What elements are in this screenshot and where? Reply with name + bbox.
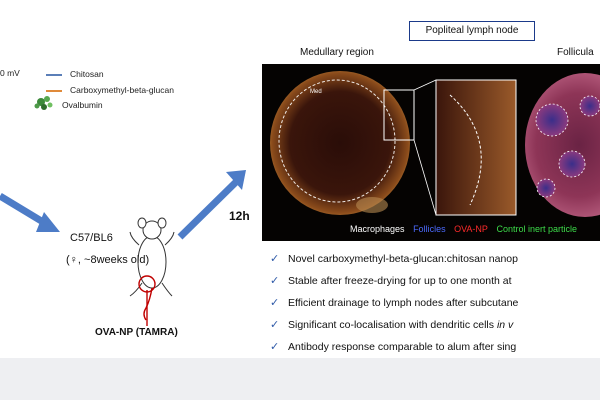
finding-text: Efficient drainage to lymph nodes after … — [288, 297, 519, 309]
finding-text: Stable after freeze-drying for up to one… — [288, 275, 512, 287]
medullary-region-label: Medullary region — [300, 47, 374, 58]
check-icon: ✓ — [270, 275, 280, 287]
figure-panel: Med 0 mV Chitosan Carboxymethyl-beta-glu… — [0, 21, 600, 358]
finding-italic: in v — [496, 319, 514, 331]
legend-swatch — [46, 89, 62, 92]
list-item: ✓ Novel carboxymethyl-beta-glucan:chitosa… — [270, 248, 600, 270]
list-item: ✓ Antibody response comparable to alum af… — [270, 336, 600, 358]
check-icon: ✓ — [270, 341, 280, 353]
caption-follicles: Follicles — [413, 224, 446, 234]
check-icon: ✓ — [270, 297, 280, 309]
legend-label: Chitosan — [70, 69, 104, 79]
list-item: ✓ Efficient drainage to lymph nodes after… — [270, 292, 600, 314]
finding-text: Antibody response comparable to alum aft… — [288, 341, 517, 353]
findings-list: ✓ Novel carboxymethyl-beta-glucan:chitosa… — [270, 248, 600, 358]
caption-macrophages: Macrophages — [350, 224, 405, 234]
mouse-strain: C57/BL6 — [70, 232, 113, 244]
zeta-potential-text: 0 mV — [0, 68, 20, 78]
legend-label: Carboxymethyl-beta-glucan — [70, 85, 174, 95]
footer-band — [0, 358, 600, 400]
med-label: Med — [310, 89, 322, 95]
injection-label: OVA-NP (TAMRA) — [95, 327, 178, 338]
caption-control: Control inert particle — [496, 224, 577, 234]
mouse-details: (♀, ~8weeks old) — [66, 254, 150, 266]
list-item: ✓ Stable after freeze-drying for up to on… — [270, 270, 600, 292]
legend-item-ovalbumin: Ovalbumin — [62, 100, 103, 110]
follicular-region-label: Follicula — [557, 47, 594, 58]
molecule-icon — [34, 96, 53, 110]
arrow-icon-left — [0, 193, 60, 232]
check-icon: ✓ — [270, 253, 280, 265]
caption-ova-np: OVA-NP — [454, 224, 488, 234]
check-icon: ✓ — [270, 319, 280, 331]
micrograph: Med — [262, 64, 600, 241]
lymph-node-title: Popliteal lymph node — [409, 21, 535, 41]
legend-item-chitosan: Chitosan — [46, 69, 104, 79]
list-item: ✓ Significant co-localisation with dendri… — [270, 314, 600, 336]
figure-graphics: Med — [0, 64, 600, 326]
arrow-icon-right — [177, 170, 246, 240]
legend-swatch — [46, 73, 62, 76]
mouse-icon — [129, 217, 175, 321]
legend-item-glucan: Carboxymethyl-beta-glucan — [46, 85, 174, 95]
timing-label: 12h — [229, 209, 250, 223]
legend-label: Ovalbumin — [62, 100, 103, 110]
micrograph-caption: Macrophages Follicles OVA-NP Control ine… — [262, 218, 600, 240]
finding-text: Significant co-localisation with dendrit… — [288, 319, 497, 331]
finding-text: Novel carboxymethyl-beta-glucan:chitosan… — [288, 253, 518, 265]
